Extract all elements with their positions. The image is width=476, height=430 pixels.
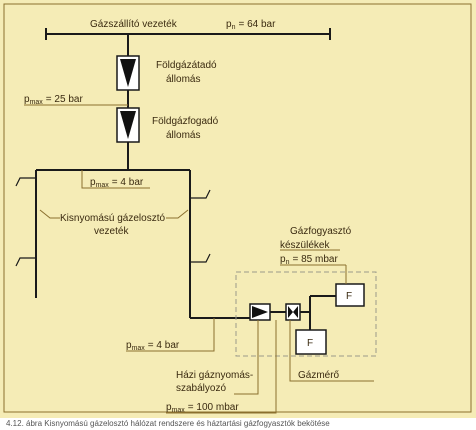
receiving-station-label-1: Földgázfogadó — [152, 116, 219, 127]
network-label-2: vezeték — [94, 226, 129, 237]
regulator-leader — [234, 320, 259, 395]
regulator-label-1: Házi gáznyomás- — [176, 370, 253, 381]
transfer-station-label-2: állomás — [166, 74, 200, 85]
transfer-station-symbol — [116, 55, 140, 91]
consumers-pressure: pn= 85 mbar — [280, 254, 338, 266]
diagram-frame — [3, 3, 472, 413]
pressure-4-top-label: pmax= 4 bar — [90, 177, 144, 189]
gas-meter-leader — [289, 320, 374, 382]
receiving-station-symbol — [116, 107, 140, 143]
regulator-label-2: szabályozó — [176, 383, 226, 394]
network-label-1: Kisnyomású gázelosztó — [60, 213, 165, 224]
receiving-station-label-2: állomás — [166, 130, 200, 141]
network-leader-right — [166, 209, 189, 219]
main-pipe-label: Gázszállító vezeték — [90, 19, 178, 30]
pressure-regulator-symbol — [249, 303, 271, 321]
network-leader-left — [39, 209, 60, 219]
main-transmission-pipe — [45, 28, 331, 40]
gas-meter-label: Gázmérő — [298, 370, 340, 381]
transfer-station-label-1: Földgázátadó — [156, 60, 217, 71]
appliance-bottom-box — [295, 329, 327, 355]
appliance-bottom-label: F — [307, 338, 313, 349]
pressure-4-top-leader — [81, 170, 150, 189]
pressure-100-leader — [166, 320, 277, 414]
main-pipe-pressure: pn= 64 bar — [226, 19, 276, 31]
appliance-top-box — [335, 283, 365, 307]
pressure-100-label: pmax= 100 mbar — [166, 402, 239, 414]
figure-caption: 4.12. ábra Kisnyomású gázelosztó hálózat… — [6, 419, 330, 428]
pressure-4-bottom-label: pmax= 4 bar — [126, 340, 180, 352]
pressure-25-label: pmax= 25 bar — [24, 94, 83, 106]
consumers-label-2: készülékek — [280, 240, 330, 251]
diagram-background — [0, 0, 476, 418]
distribution-network — [15, 169, 250, 319]
pressure-4-bottom-leader — [126, 318, 215, 352]
gas-meter-symbol — [285, 303, 301, 321]
appliance-top-label: F — [346, 291, 352, 302]
consumers-label-1: Gázfogyasztó — [290, 226, 352, 237]
